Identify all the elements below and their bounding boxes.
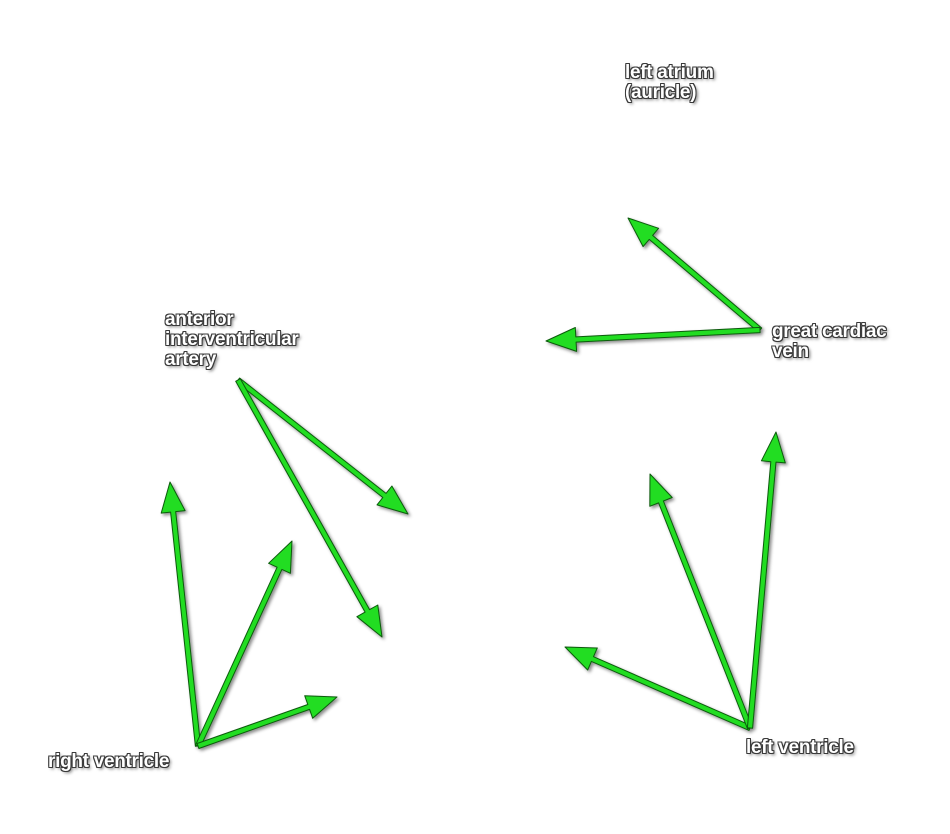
arrow-left-ventricle-up	[746, 431, 786, 729]
label-left-ventricle-line1: left ventricle	[746, 737, 854, 758]
arrow-left-ventricle-upleft	[649, 473, 753, 730]
label-great-cardiac-vein-line2: vein	[772, 341, 809, 362]
arrow-left-ventricle-left	[564, 646, 752, 731]
label-left-atrium: left atrium (auricle)	[625, 63, 714, 103]
arrow-great-cardiac-left	[545, 326, 761, 352]
label-great-cardiac-vein-line1: great cardiac	[772, 321, 887, 342]
label-great-cardiac-vein: great cardiac vein	[772, 321, 887, 362]
label-right-ventricle: right ventricle	[48, 752, 169, 772]
label-anterior-interventricular-artery: anterior interventricular artery	[165, 310, 299, 370]
label-anterior-line2: interventricular	[165, 329, 299, 350]
label-left-atrium-line1: left atrium	[625, 62, 714, 83]
label-anterior-line3: artery	[165, 349, 217, 370]
arrow-anterior-right	[235, 377, 409, 515]
label-right-ventricle-line1: right ventricle	[48, 751, 170, 772]
label-left-atrium-line2: (auricle)	[625, 82, 697, 103]
arrow-right-ventricle-upright	[195, 540, 293, 748]
arrow-anterior-down	[235, 378, 383, 638]
label-left-ventricle: left ventricle	[746, 738, 854, 758]
arrow-great-cardiac-to-atrium	[627, 217, 763, 333]
arrow-right-ventricle-up	[160, 481, 202, 747]
label-anterior-line1: anterior	[165, 309, 234, 330]
arrow-right-ventricle-right	[196, 695, 338, 749]
